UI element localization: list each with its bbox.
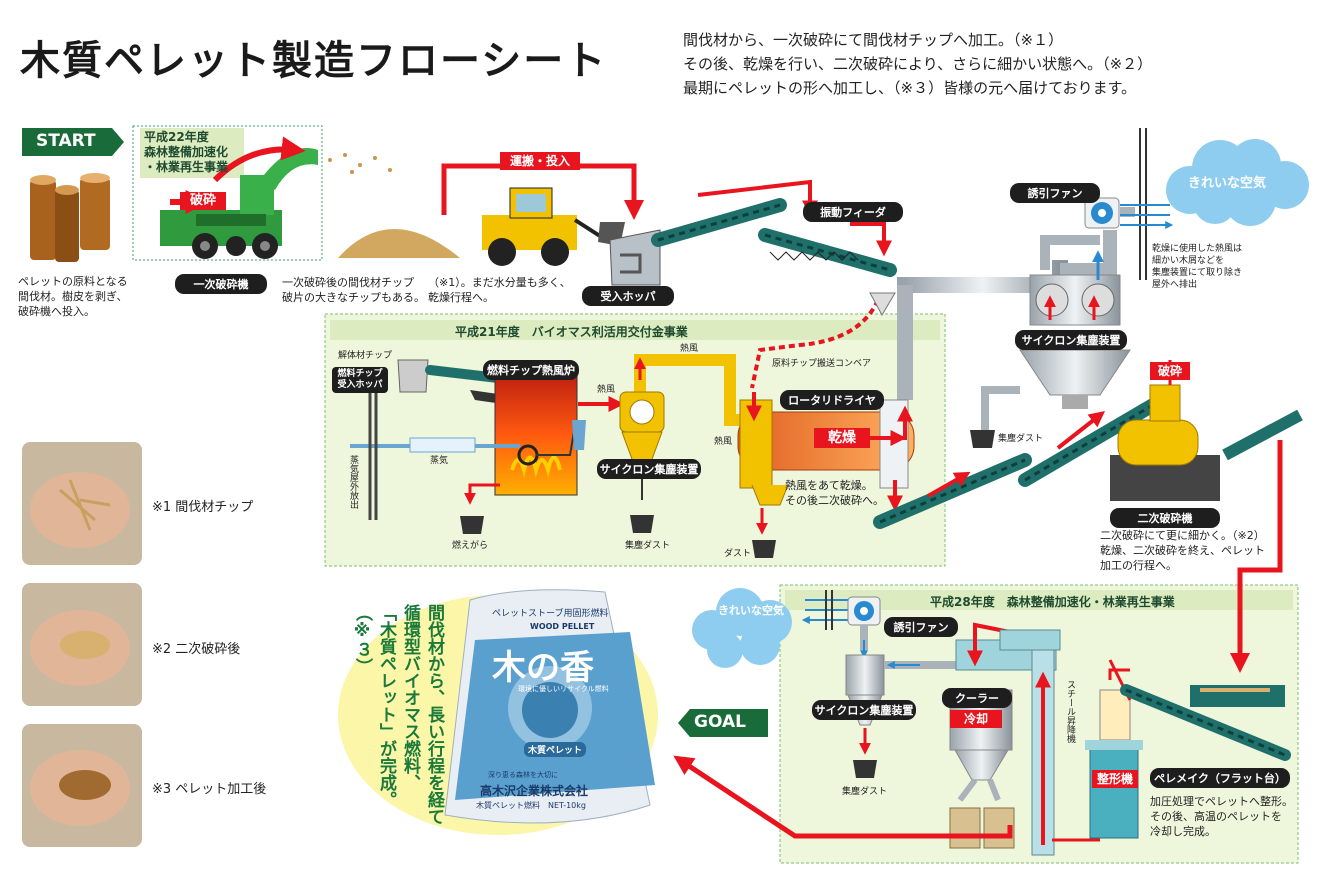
hot-air-label-3: 熱風 (714, 437, 733, 447)
section-2010-title: 平成21年度 バイオマス利活用交付金事業 (455, 325, 688, 339)
hot-air-furnace (494, 374, 578, 496)
rotary-dryer-label: ロータリドライヤ (780, 390, 884, 410)
fuel-hopper (397, 359, 429, 393)
page-title: 木質ペレット製造フローシート (20, 38, 608, 84)
after-primary-text: 一次破砕後の間伐材チップ破片の大きなチップもある。 (282, 276, 425, 304)
belt-conveyor-2 (873, 453, 1032, 529)
bag-badge: 木質ペレット (524, 742, 587, 757)
section-2022-box (132, 125, 323, 261)
induced-fan-2 (847, 596, 881, 626)
induced-fan-label-2: 誘引ファン (884, 617, 958, 637)
logs-illustration (30, 173, 110, 262)
steel-elevator-label: スチール昇降機 (1065, 680, 1075, 743)
start-label: START (36, 131, 96, 151)
crush-tag-2: 破砕 (1150, 362, 1190, 380)
belt-conveyor-1 (651, 198, 787, 247)
kaitai-chip-label: 解体材チップ (338, 351, 393, 361)
dust-bucket-1 (970, 430, 995, 448)
vibrating-feeder (758, 228, 897, 277)
exhaust-text: 乾燥に使用した熱風は細かい木屑などを集塵装置にて取り除き屋外へ排出 (1152, 244, 1243, 290)
dust-bucket-3 (752, 540, 776, 558)
dust-bucket-2 (630, 515, 654, 533)
goal-arrow (678, 709, 768, 737)
hot-air-label-1: 熱風 (597, 385, 616, 395)
raw-material-text: ペレットの原料となる間伐材。樹皮を剥ぎ、破砕機へ投入。 (18, 275, 128, 318)
goal-label: GOAL (694, 712, 746, 732)
cinder-bucket (460, 516, 484, 534)
bag-top-text: ペレットストーブ用固形燃料 (492, 609, 609, 619)
cinders-label: 燃えがら (452, 541, 489, 551)
section-2010-header (330, 320, 940, 340)
belt-conveyor-3 (1018, 388, 1177, 487)
sample-caption-3: ※3 ペレット加工後 (152, 782, 267, 797)
induced-fan-label-1: 誘引ファン (1010, 183, 1100, 203)
pellet-maker-label: ペレメイク（フラット台） (1150, 768, 1290, 788)
section-2016-header (785, 590, 1293, 610)
cyclone-label-3: サイクロン集塵装置 (812, 700, 916, 720)
steam-label: 蒸気 (430, 456, 449, 466)
receiving-hopper-label: 受入ホッパ (582, 286, 674, 306)
bag-net: 木質ペレット燃料 NET-10kg (476, 801, 586, 810)
forming-tag: 整形機 (1092, 770, 1138, 788)
sample-photos (22, 442, 142, 847)
intro-line-2: その後、乾燥を行い、二次破砕により、さらに細かい状態へ。（※２） (683, 55, 1153, 73)
primary-crusher-illustration (160, 148, 318, 259)
cyclone-collector-2 (619, 391, 665, 471)
intro-line-1: 間伐材から、一次破砕にて間伐材チップへ加工。（※１） (683, 31, 1064, 49)
section-2016-title: 平成28年度 森林整備加速化・林業再生事業 (930, 595, 1175, 609)
steam-exhaust-label: 蒸気屋外放出 (348, 455, 358, 509)
cyclone-label-2: サイクロン集塵装置 (597, 459, 701, 479)
primary-crusher-label: 一次破砕機 (175, 274, 267, 294)
dry-tag: 乾燥 (814, 428, 870, 448)
pellet-text: 加圧処理でペレットへ整形。その後、高温のペレットを冷却し完成。 (1150, 795, 1293, 838)
secondary-crusher (1110, 384, 1303, 501)
wheel-loader (482, 187, 625, 266)
fuel-hopper-label: 燃料チップ受入ホッパ (332, 367, 388, 393)
dust-label-4: 集塵ダスト (842, 787, 888, 797)
dust-label-1: 集塵ダスト (998, 434, 1044, 444)
clean-air-label-2: きれいな空気 (718, 604, 784, 617)
pellet-bag (444, 589, 655, 824)
fuel-conveyor-label: 原料チップ搬送コンベア (772, 359, 872, 369)
induced-fan-1 (1084, 197, 1120, 229)
bag-tagline: 深り恵る森林を大切に (488, 771, 558, 779)
clean-air-cloud-2 (692, 588, 792, 668)
chip-pile (338, 229, 460, 258)
flying-chips (328, 153, 392, 174)
receiving-hopper (609, 229, 661, 286)
hot-air-label-2: 熱風 (680, 344, 699, 354)
crush-tag-1: 破砕 (180, 192, 226, 210)
vibrating-feeder-label: 振動フィーダ (803, 202, 903, 222)
completion-slogan: 間伐材から、長い行程を経て循環型バイオマス燃料、「木質ペレット」が完成。（※３） (352, 604, 444, 825)
furnace-label: 燃料チップ熱風炉 (483, 360, 579, 380)
start-arrow (22, 128, 124, 156)
dust-bucket-4 (853, 760, 877, 778)
sample-caption-1: ※1 間伐材チップ (152, 500, 254, 515)
dust-label-2: 集塵ダスト (625, 541, 671, 551)
cyclone-label-1: サイクロン集塵装置 (1015, 330, 1127, 350)
secondary-crusher-label: 二次破砕機 (1110, 508, 1220, 528)
bag-company: 高木沢企業株式会社 (480, 784, 589, 798)
transport-tag: 運搬・投入 (500, 152, 580, 170)
pellet-maker (1085, 689, 1143, 839)
bag-arc-text: 環境に優しいリサイクル燃料 (518, 685, 609, 693)
cooler-label: クーラー (942, 688, 1012, 708)
section-2022-title: 平成22年度森林整備加速化・林業再生事業 (144, 130, 229, 174)
intro-line-3: 最期にペレットの形へ加工し、（※３）皆様の元へ届けております。 (683, 79, 1137, 97)
dryer-text: 熱風をあて乾燥。その後二次破砕へ。 (785, 479, 884, 507)
bag-brand-jp: 木の香 (492, 648, 594, 688)
dust-label-3: ダスト (724, 549, 752, 559)
cool-tag: 冷却 (950, 710, 1002, 728)
clean-air-label-1: きれいな空気 (1188, 176, 1267, 191)
clean-air-cloud-1 (1166, 139, 1309, 226)
bag-brand-en: WOOD PELLET (530, 622, 595, 631)
sample-caption-2: ※2 二次破砕後 (152, 642, 241, 657)
secondary-text: 二次破砕にて更に細かく。（※2）乾燥、二次破砕を終え、ペレット加工の行程へ。 (1100, 529, 1265, 572)
note1-text: （※1）。まだ水分量も多く、乾燥行程へ。 (428, 276, 571, 304)
